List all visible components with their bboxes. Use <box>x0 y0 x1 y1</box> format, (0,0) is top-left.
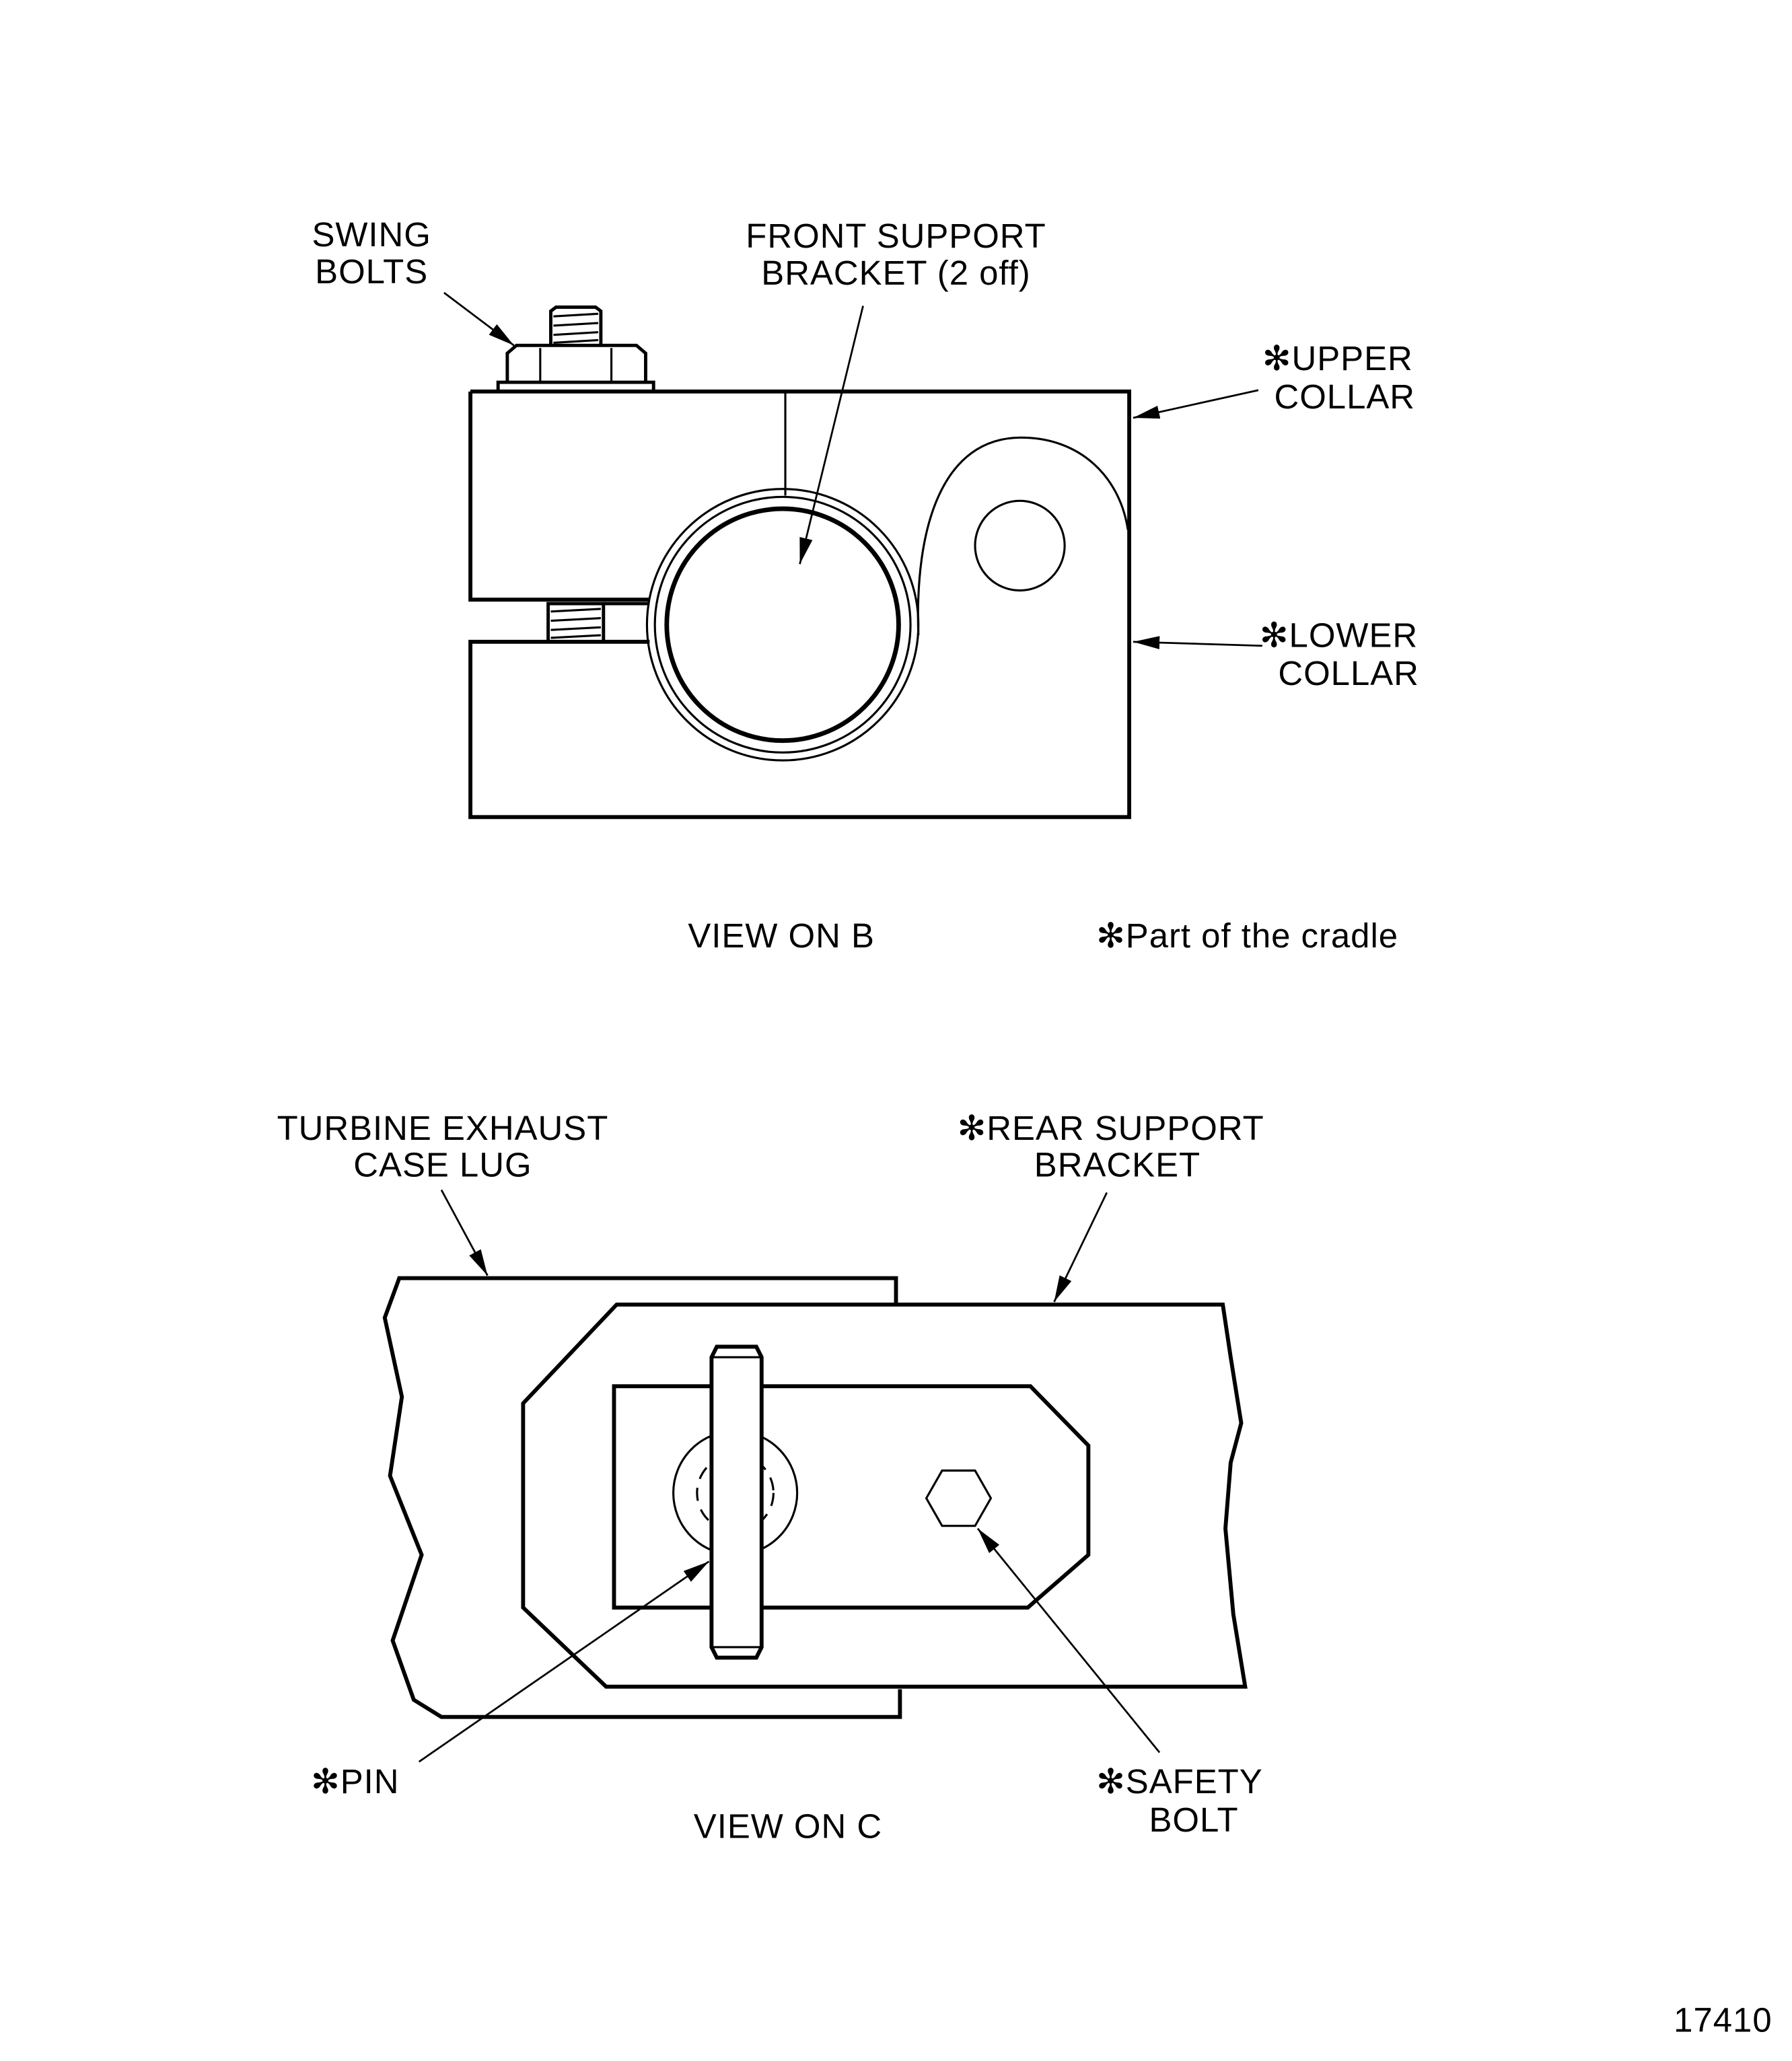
safety-bolt-hex <box>925 1469 993 1527</box>
swing-bolts-leader <box>443 291 515 347</box>
turbine-exhaust-case-lug <box>382 1276 902 1719</box>
view-c-labels: TURBINE EXHAUST CASE LUG ✻REAR SUPPORT B… <box>277 1109 1264 1846</box>
label-safety-bolt-1: ✻SAFETY <box>1096 1762 1263 1801</box>
label-front-support-2: BRACKET (2 off) <box>761 254 1030 292</box>
collar-lug <box>917 436 1129 636</box>
label-front-support-1: FRONT SUPPORT <box>746 217 1046 255</box>
view-b-title: VIEW ON B <box>688 916 875 955</box>
label-pin: ✻PIN <box>311 1762 399 1801</box>
label-swing-bolts-2: BOLTS <box>315 252 428 291</box>
lug-hole <box>974 499 1066 592</box>
bracket-ring <box>645 488 920 762</box>
label-upper-collar-2: COLLAR <box>1274 377 1415 416</box>
view-c-title: VIEW ON C <box>694 1807 882 1846</box>
label-case-lug-2: CASE LUG <box>353 1146 532 1184</box>
lower-collar-leader <box>1133 636 1262 649</box>
view-b-drawing <box>443 291 1262 820</box>
label-safety-bolt-2: BOLT <box>1149 1801 1238 1839</box>
case-lug-leader <box>440 1189 489 1276</box>
label-rear-support-2: BRACKET <box>1034 1146 1200 1184</box>
swing-bolt <box>496 305 655 644</box>
cradle-footnote: ✻Part of the cradle <box>1096 916 1398 955</box>
label-lower-collar-2: COLLAR <box>1278 654 1419 692</box>
figure-number: 17410 <box>1674 2000 1772 2039</box>
label-swing-bolts-1: SWING <box>312 215 431 254</box>
upper-collar-leader <box>1133 389 1259 419</box>
label-rear-support-1: ✻REAR SUPPORT <box>958 1109 1264 1147</box>
view-c-drawing <box>382 1189 1248 1763</box>
view-b-labels: SWING BOLTS FRONT SUPPORT BRACKET (2 off… <box>312 215 1419 955</box>
label-upper-collar-1: ✻UPPER <box>1262 339 1413 377</box>
label-lower-collar-1: ✻LOWER <box>1260 616 1418 654</box>
pin <box>709 1344 764 1660</box>
label-case-lug-1: TURBINE EXHAUST <box>277 1109 609 1147</box>
rear-support-bracket <box>521 1302 1248 1689</box>
pin-leader <box>418 1560 710 1763</box>
safety-bolt-leader <box>976 1527 1161 1753</box>
front-support-leader <box>799 305 864 565</box>
collar-body <box>468 389 1132 820</box>
inner-plate <box>612 1384 1091 1610</box>
rear-support-leader <box>1053 1192 1108 1303</box>
